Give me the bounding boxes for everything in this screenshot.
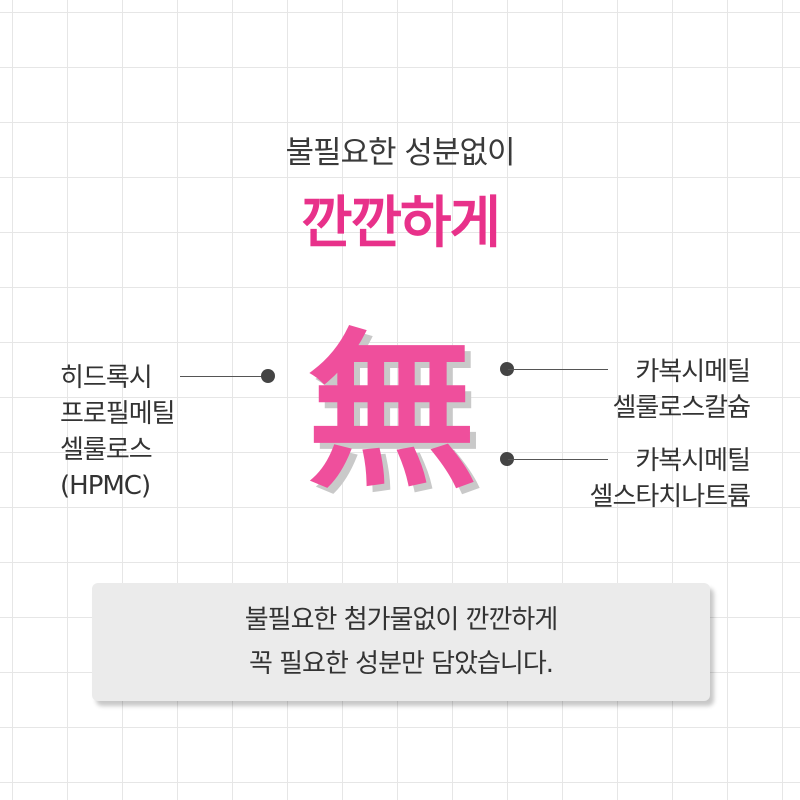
connector-dot-left [261,369,275,383]
ingredient-left-line: 프로필메틸 [60,399,176,429]
ingredient-right-2: 카복시메틸 셀스타치나트륨 [589,443,751,515]
summary-box: 불필요한 첨가물없이 깐깐하게 꼭 필요한 성분만 담았습니다. [92,583,710,701]
ingredient-right-1-line: 카복시메틸 [635,357,751,387]
summary-line-1: 불필요한 첨가물없이 깐깐하게 [244,605,558,635]
ingredient-left: 히드록시 프로필메틸 셀룰로스 (HPMC) [60,360,176,504]
ingredient-left-line: (HPMC) [60,471,151,501]
connector-line-right-2 [508,459,608,460]
ingredient-right-2-line: 카복시메틸 [635,446,751,476]
ingredient-left-line: 셀룰로스 [60,435,153,465]
ingredient-right-2-line: 셀스타치나트륨 [589,482,751,512]
summary-line-2: 꼭 필요한 성분만 담았습니다. [248,649,554,679]
connector-dot-right-2 [500,452,514,466]
center-character: 無 [306,314,477,512]
ingredient-left-line: 히드록시 [60,363,153,393]
connector-dot-right-1 [500,362,514,376]
connector-line-right-1 [508,369,608,370]
connector-line-left [180,376,268,377]
headline: 깐깐하게 [300,191,501,256]
ingredient-right-1-line: 셀룰로스칼슘 [612,393,751,423]
ingredient-right-1: 카복시메틸 셀룰로스칼슘 [612,354,751,426]
subtitle: 불필요한 성분없이 [285,135,515,171]
